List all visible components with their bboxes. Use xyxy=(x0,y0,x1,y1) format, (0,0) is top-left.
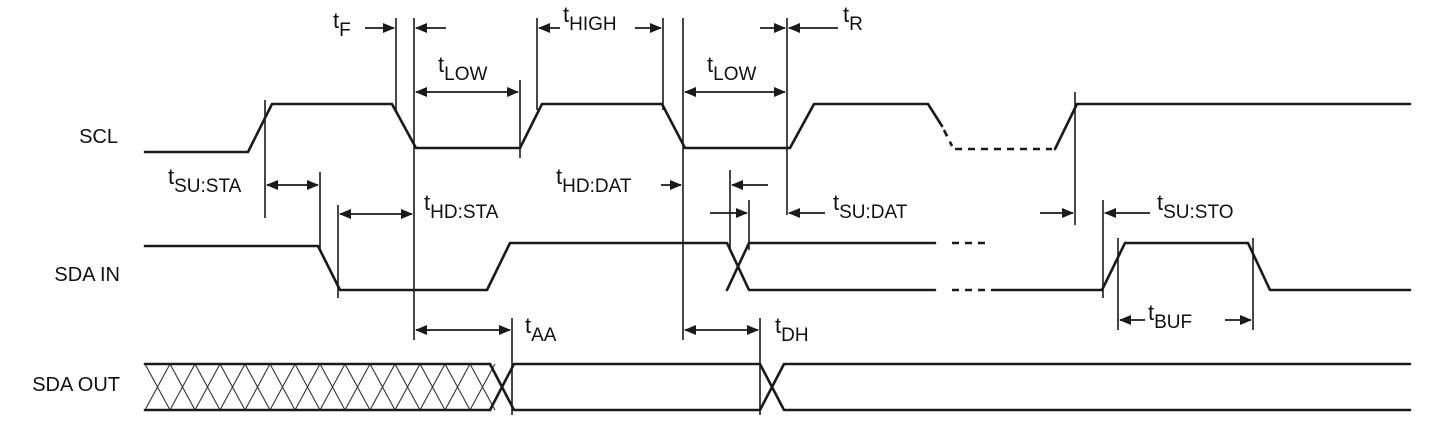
sda-out-label: SDA OUT xyxy=(32,374,120,396)
sda-in-label: SDA IN xyxy=(54,264,120,286)
timing-arrows xyxy=(266,23,1252,335)
t-su-sto-label: tSU:STO xyxy=(1157,190,1234,223)
t-f-label: tF xyxy=(333,8,351,41)
sda-out-waveform xyxy=(143,362,1412,412)
reference-lines xyxy=(264,18,1254,415)
t-hd-dat-label: tHD:DAT xyxy=(556,164,632,197)
t-buf-label: tBUF xyxy=(1148,300,1192,333)
t-low-label-2: tLOW xyxy=(707,52,756,85)
t-hd-sta-label: tHD:STA xyxy=(424,190,499,223)
t-r-label: tR xyxy=(843,2,863,35)
t-su-sta-label: tSU:STA xyxy=(168,164,242,197)
t-dh-label: tDH xyxy=(775,313,809,346)
t-low-label-1: tLOW xyxy=(438,52,487,85)
t-aa-label: tAA xyxy=(525,313,557,346)
t-su-dat-label: tSU:DAT xyxy=(833,190,908,223)
t-high-label: tHIGH xyxy=(563,2,617,35)
scl-waveform xyxy=(143,102,1412,154)
sda-in-waveform xyxy=(143,241,1412,292)
scl-label: SCL xyxy=(79,126,118,148)
